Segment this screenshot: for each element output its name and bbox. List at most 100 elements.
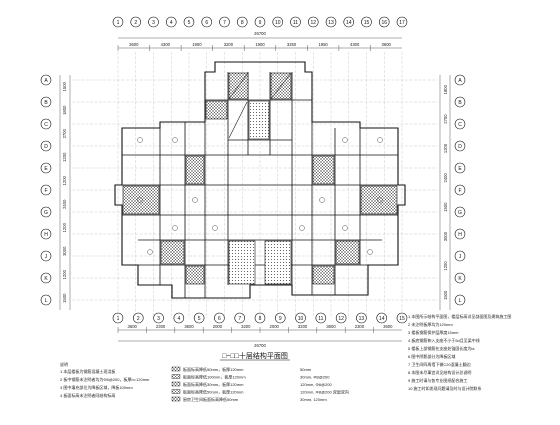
- top-axis-bubble-label: 6: [205, 20, 208, 26]
- right-axis-bubble-label: A: [458, 78, 462, 84]
- top-axis-bubble-label: 1: [117, 20, 120, 26]
- bottom-axis-bubble: 6: [214, 312, 225, 324]
- top-dim: 1900: [192, 42, 202, 47]
- bottom-axis-bubble: 4: [173, 312, 185, 324]
- bottom-axis-bubble-label: 10: [298, 316, 304, 322]
- top-axis-bubble: 16: [378, 16, 390, 28]
- note-item: 9 施工时请与各专业图纸配合施工: [408, 377, 467, 383]
- legend-left-item: 1 本层楼板为钢筋混凝土现浇板: [60, 368, 115, 374]
- left-axis-bubble: A: [40, 74, 52, 86]
- bottom-axis-bubble: 7: [234, 312, 246, 324]
- right-axis-bubble: A: [454, 74, 466, 86]
- top-axis-bubble-label: 4: [170, 20, 173, 26]
- right-axis-bubble-label: E: [458, 166, 462, 172]
- left-axis-bubble-label: G: [44, 210, 48, 216]
- left-axis-bubble: F: [40, 184, 52, 196]
- right-axis-bubble-label: C: [458, 122, 462, 128]
- right-axis-bubble: G: [454, 206, 466, 218]
- legend-swatch: [171, 381, 181, 387]
- top-axis-bubble: 11: [290, 16, 301, 28]
- legend-right-item: 120mm, Φ8@200: [300, 382, 332, 387]
- left-axis-bubble-label: F: [44, 188, 47, 194]
- note-item: 10 施工时如发现问题请及时与设计院联系: [408, 385, 482, 391]
- room-tag: [137, 137, 143, 143]
- bottom-axis-bubble-label: 12: [338, 316, 344, 322]
- bottom-dim: 2000: [213, 324, 223, 329]
- right-axis-bubble-label: J: [459, 254, 462, 260]
- room-tag: [137, 197, 143, 203]
- top-axis-bubble: 2: [130, 16, 142, 28]
- room-tag: [212, 225, 218, 231]
- interior-walls: [122, 72, 398, 298]
- top-axis-bubble: 4: [165, 16, 177, 28]
- right-axis-bubble: F: [454, 184, 466, 196]
- top-axis-bubble-label: 5: [188, 20, 191, 26]
- room-tag: [342, 137, 348, 143]
- bottom-dim: 3600: [326, 324, 336, 329]
- bottom-axis-bubble: 14: [376, 312, 388, 324]
- right-dim: 1500: [443, 202, 448, 212]
- top-axis-bubble: 1: [112, 16, 124, 28]
- overall-dimension-bottom: 26700: [254, 343, 266, 348]
- legend-mid-item: 厨房卫生间板面标高降低50mm: [183, 396, 239, 402]
- right-dim: 2700: [443, 114, 448, 124]
- top-dim: 4300: [161, 42, 171, 47]
- top-axis-bubble: 8: [236, 16, 248, 28]
- right-dim: 1200: [443, 261, 448, 271]
- left-dim: 1200: [62, 152, 67, 162]
- note-item: 4 板底钢筋伸入支座不小于5d且至梁中线: [408, 337, 480, 343]
- right-axis-bubble: J: [454, 250, 466, 262]
- top-axis-bubble-label: 13: [328, 20, 334, 26]
- left-dim: 2400: [62, 199, 67, 209]
- legend-heading: 说明: [60, 361, 68, 367]
- legend-left-item: 2 板中钢筋未注明者均为Φ8@200，板厚h=120mm: [60, 376, 150, 382]
- bottom-axis-bubble-label: 8: [259, 316, 262, 322]
- right-axis-bubble-label: B: [458, 100, 462, 106]
- room-tag: [172, 225, 178, 231]
- bottom-dim: 3600: [383, 324, 393, 329]
- left-axis-bubble-label: B: [44, 100, 48, 106]
- left-axis-bubble-label: H: [44, 232, 48, 238]
- room-tag: [192, 197, 198, 203]
- top-axis-bubble-label: 16: [381, 20, 387, 26]
- top-axis-bubble: 6: [201, 16, 213, 28]
- left-dim: 1200: [62, 222, 67, 232]
- room-tag: [319, 197, 325, 203]
- bottom-dim: 2300: [355, 324, 365, 329]
- left-dim: 1200: [62, 175, 67, 185]
- top-axis-bubble: 10: [272, 16, 284, 28]
- left-dim: 3000: [62, 246, 67, 256]
- legend-left-item: 4 板面标高未注明者同结构标高: [60, 392, 115, 398]
- top-axis-bubble-label: 11: [293, 20, 298, 26]
- top-dim: 4300: [350, 42, 360, 47]
- top-axis-bubble-label: 12: [310, 20, 316, 26]
- right-axis-bubble: K: [454, 272, 466, 284]
- note-item: 5 楼板上部钢筋在支座处锚固长度为la: [408, 345, 475, 351]
- left-axis-bubble: G: [40, 206, 52, 218]
- legend-right-item: 30mm, 120mm: [300, 397, 327, 402]
- right-dim: 2400: [443, 172, 448, 182]
- bottom-dim: 3600: [184, 324, 194, 329]
- side-dimension-lines: [59, 75, 451, 310]
- bottom-axis-bubble: 2: [132, 312, 144, 324]
- legend-left-items: 1 本层楼板为钢筋混凝土现浇板 2 板中钢筋未注明者均为Φ8@200，板厚h=12…: [60, 368, 150, 398]
- legend-right-item: 50mm: [300, 367, 312, 372]
- bottom-axis-bubble: 9: [274, 312, 286, 324]
- overall-dimension-top: 26700: [254, 31, 266, 36]
- legend-mid-item: 板面标高降低100mm，板厚120mm: [183, 374, 246, 380]
- right-dim: 1200: [443, 143, 448, 153]
- bottom-axis-bubble-label: 13: [359, 316, 365, 322]
- drawing-title: □~□□十层结构平面图: [222, 351, 288, 360]
- top-dimension-lines: [118, 37, 402, 49]
- bottom-axis-bubble: 5: [193, 312, 205, 324]
- right-axis-bubble-label: K: [458, 276, 462, 282]
- room-tags: [137, 137, 383, 255]
- note-item: 1 本图所示结构平面图，楼层标高详见剖面图及建筑施工图: [408, 313, 511, 319]
- top-axis-bubble-label: 17: [399, 20, 405, 26]
- right-axis-bubble-label: G: [458, 210, 462, 216]
- left-axis-bubble-label: J: [45, 254, 48, 260]
- note-item: 7 卫生间四周墙下做C20混凝土翻边: [408, 361, 471, 367]
- left-axis-bubble: E: [40, 162, 52, 174]
